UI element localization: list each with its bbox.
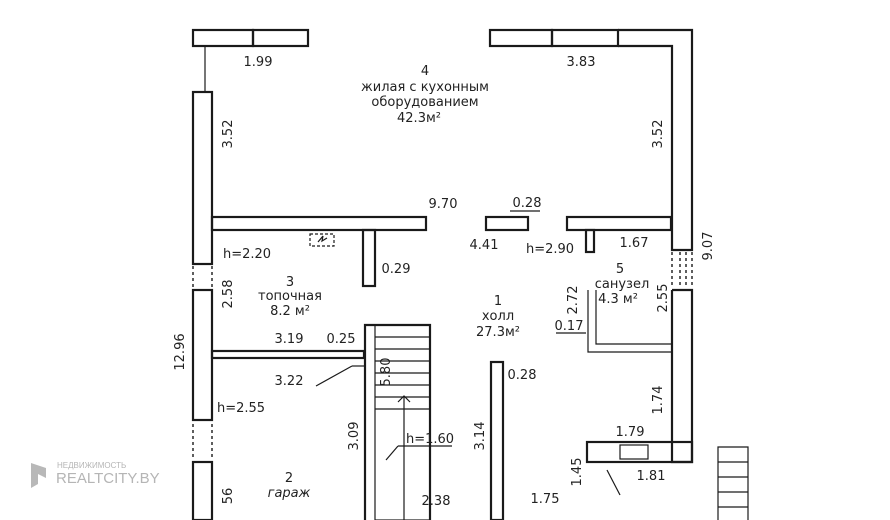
wall-living-topochnaya [210, 215, 428, 232]
dim-3-22: 3.22 [275, 374, 304, 389]
wall-bottom-right [585, 440, 694, 464]
dim-9-70: 9.70 [429, 197, 458, 212]
room-1-label: 1 холл 27.3м² [476, 294, 520, 340]
room-area: 42.3м² [397, 111, 441, 126]
dim-3-09: 3.09 [347, 422, 362, 451]
room-area: 27.3м² [476, 325, 520, 340]
window-top-left [251, 28, 310, 48]
dim-0-17: 0.17 [555, 319, 584, 334]
dim-3-52-left: 3.52 [221, 120, 236, 149]
room-number: 5 [616, 262, 624, 277]
height-2-55: h=2.55 [217, 401, 265, 416]
room-area: 4.3 м² [598, 292, 638, 307]
dim-1-75: 1.75 [531, 492, 560, 507]
dim-1-74: 1.74 [651, 386, 666, 415]
wall-left-middle [191, 288, 214, 422]
ceiling-heights: h=2.20 h=2.90 h=2.55 h=1.60 [217, 242, 574, 447]
height-1-60: h=1.60 [406, 432, 454, 447]
wall-bath-post [584, 228, 596, 254]
wall-left-upper [191, 90, 214, 266]
dim-0-28-mid: 0.28 [508, 368, 537, 383]
room-number: 1 [494, 294, 502, 309]
room-4-label: 4 жилая с кухонным оборудованием 42.3м² [361, 64, 489, 126]
wall-right-lower [670, 288, 694, 464]
dim-0-29: 0.29 [382, 262, 411, 277]
dim-1-81: 1.81 [637, 469, 666, 484]
wall-right-upper [618, 28, 694, 252]
dim-12-96: 12.96 [173, 333, 188, 370]
watermark-top-line: НЕДВИЖИМОСТЬ [57, 461, 126, 470]
dim-2-58: 2.58 [221, 280, 236, 309]
wall-hall-center [489, 360, 505, 520]
dim-2-38: 2.38 [422, 494, 451, 509]
staircase [363, 323, 432, 520]
wall-top-right [488, 28, 554, 48]
wall-top-left [191, 28, 255, 48]
dim-9-07: 9.07 [701, 232, 716, 261]
room-number: 2 [285, 471, 293, 486]
dim-1-79: 1.79 [616, 425, 645, 440]
dim-0-25: 0.25 [327, 332, 356, 347]
room-name: холл [482, 309, 514, 324]
watermark-logo-icon [31, 463, 46, 488]
watermark-brand: REALTCITY.BY [56, 470, 160, 487]
height-2-90: h=2.90 [526, 242, 574, 257]
dim-1-45: 1.45 [570, 458, 585, 487]
room-name-line2: оборудованием [371, 95, 478, 110]
wall-left-lower [191, 460, 214, 520]
dim-2-72: 2.72 [566, 286, 581, 315]
wall-garage-top [210, 349, 366, 360]
room-number: 3 [286, 275, 294, 290]
room-name: топочная [258, 289, 322, 304]
wall-topochnaya-partition [361, 228, 377, 288]
wall-center-stub [484, 215, 530, 232]
room-3-label: 3 топочная 8.2 м² [258, 275, 322, 319]
room-name: санузел [595, 277, 650, 292]
dim-1-99: 1.99 [244, 55, 273, 70]
room-name-line1: жилая с кухонным [361, 80, 489, 95]
dim-3-83: 3.83 [567, 55, 596, 70]
room-5-label: 5 санузел 4.3 м² [595, 262, 650, 307]
room-2-label: 2 гараж [268, 471, 311, 501]
walls [191, 28, 749, 520]
dim-3-14: 3.14 [473, 422, 488, 451]
dim-0-28-top: 0.28 [513, 196, 542, 211]
room-name: гараж [268, 486, 311, 501]
wall-living-bath [565, 215, 673, 232]
window-top-right [550, 28, 620, 48]
dim-1-67: 1.67 [620, 236, 649, 251]
dim-3-52-right: 3.52 [651, 120, 666, 149]
dim-2-55: 2.55 [656, 284, 671, 313]
dimensions: 1.99 3.83 9.70 0.28 4.41 1.67 0.29 3.19 … [173, 55, 716, 509]
height-2-20: h=2.20 [223, 247, 271, 262]
realtcity-watermark: НЕДВИЖИМОСТЬ REALTCITY.BY [31, 461, 160, 488]
dim-3-19: 3.19 [275, 332, 304, 347]
boiler-symbol-icon [309, 233, 335, 247]
room-area: 8.2 м² [270, 304, 310, 319]
dim-4-41: 4.41 [470, 238, 499, 253]
dim-5-80: 5.80 [379, 358, 394, 387]
dim-56: 56 [221, 488, 236, 505]
room-number: 4 [421, 64, 429, 79]
